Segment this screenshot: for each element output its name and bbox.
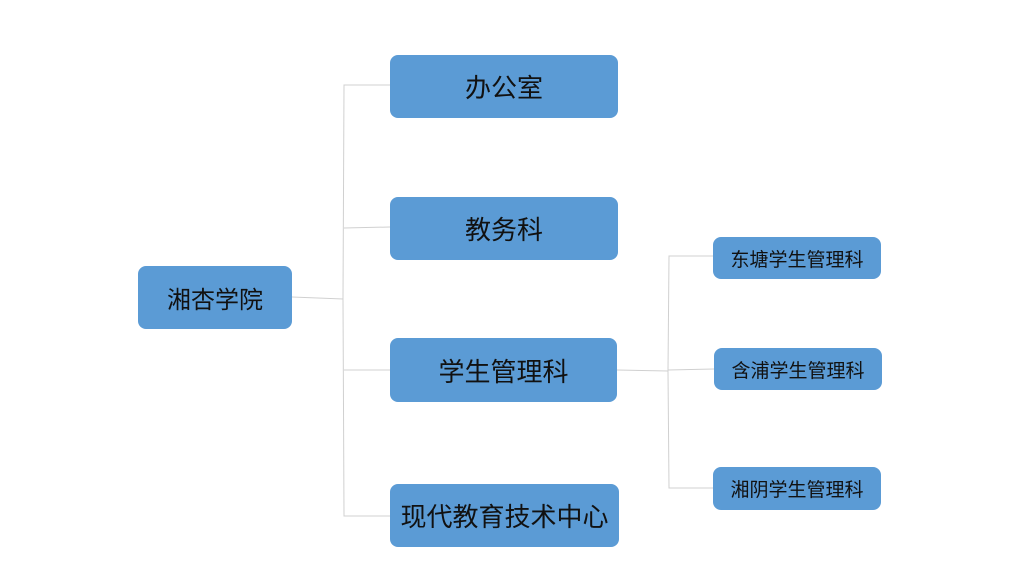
node-root-xiangxing-college[interactable]: 湘杏学院 [138,266,292,329]
node-office[interactable]: 办公室 [390,55,618,118]
connector-root-to-office [291,84,390,300]
connector-student-management-to-xiangyin [667,370,713,489]
connector-root-to-academic-affairs [343,226,391,229]
node-hanpu-student-management[interactable]: 含浦学生管理科 [714,348,882,390]
connector-student-management-to-dongtang [616,255,713,372]
node-label: 湘阴学生管理科 [730,479,864,501]
node-label: 教务科 [464,216,543,246]
connector-student-management-to-hanpu [667,368,715,371]
node-label: 学生管理科 [438,357,569,388]
node-label: 办公室 [464,74,543,104]
node-label: 东塘学生管理科 [730,248,864,271]
node-label: 现代教育技术中心 [400,503,609,533]
node-label: 含浦学生管理科 [731,359,865,382]
node-student-management[interactable]: 学生管理科 [390,338,617,402]
node-academic-affairs[interactable]: 教务科 [390,197,618,260]
node-xiangyin-student-management[interactable]: 湘阴学生管理科 [713,467,881,510]
node-education-technology-center[interactable]: 现代教育技术中心 [390,484,619,547]
node-dongtang-student-management[interactable]: 东塘学生管理科 [713,237,881,279]
connector-root-to-education-tech [342,298,390,517]
node-label: 湘杏学院 [167,286,263,314]
